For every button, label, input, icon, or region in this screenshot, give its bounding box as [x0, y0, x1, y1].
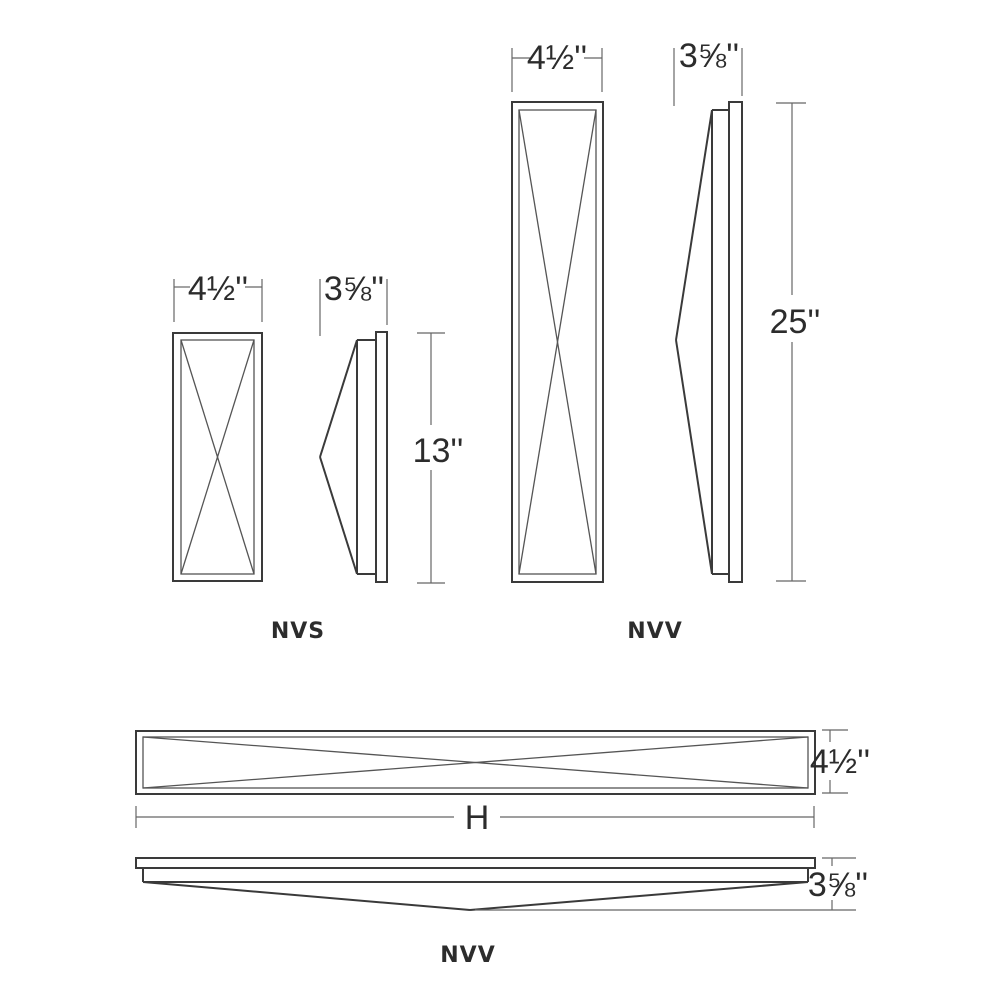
- nvv-vertical-depth-label: 3⅝'': [679, 37, 739, 75]
- nvv-vertical-depth-dimension: 3⅝'': [673, 37, 743, 106]
- nvs-height-dimension: 13'': [413, 332, 464, 584]
- nvv-vertical-height-dimension: 25'': [770, 102, 821, 582]
- nvs-depth-dimension: 3⅝'': [319, 270, 388, 336]
- nvv-horizontal-model-label: NVV: [440, 943, 495, 968]
- nvs-width-label: 4½'': [188, 270, 248, 308]
- nvv-vertical-front-view: [511, 101, 604, 583]
- nvv-horizontal-width-symbol: H: [465, 799, 490, 837]
- nvv-vertical-model-label: NVV: [627, 619, 682, 644]
- nvv-horizontal-height-label: 4½'': [810, 743, 870, 781]
- nvv-horizontal-height-dimension: 4½'': [810, 729, 870, 794]
- nvv-vertical-height-label: 25'': [770, 303, 821, 341]
- nvs-model-label: NVS: [271, 619, 325, 644]
- nvv-horizontal-depth-label: 3⅝'': [808, 866, 868, 904]
- nvs-height-label: 13'': [413, 432, 464, 470]
- nvs-depth-label: 3⅝'': [324, 270, 384, 308]
- nvv-horizontal-side-view: [135, 857, 816, 911]
- nvv-horizontal-depth-dimension: 3⅝'': [475, 857, 868, 911]
- nvs-front-view: [172, 332, 263, 582]
- nvv-vertical-side-view: [675, 101, 743, 583]
- nvs-side-view: [319, 331, 388, 583]
- nvv-horizontal-front-view: [135, 730, 816, 795]
- nvv-vertical-width-label: 4½'': [527, 39, 587, 77]
- nvs-width-dimension: 4½'': [173, 270, 263, 322]
- nvv-horizontal-width-dimension: H: [135, 799, 815, 837]
- nvv-vertical-width-dimension: 4½'': [511, 39, 603, 92]
